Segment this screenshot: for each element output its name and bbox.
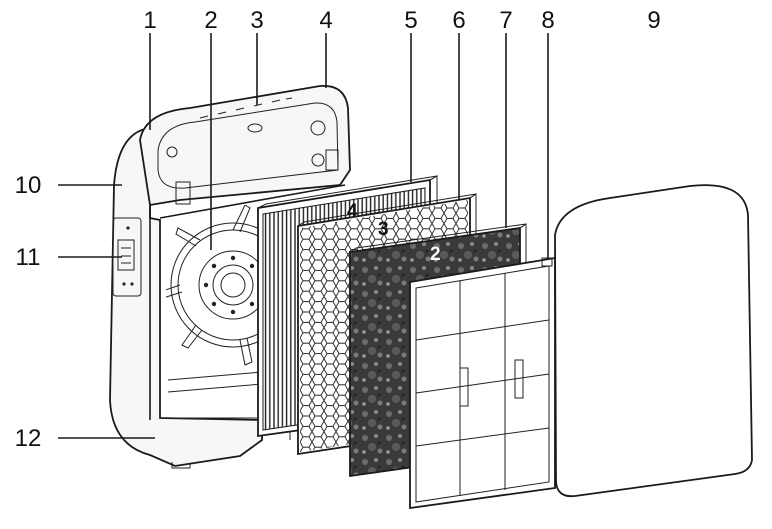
callout-5: 5 (404, 7, 417, 34)
callout-4: 4 (319, 7, 332, 34)
callout-12: 12 (15, 425, 42, 452)
callout-7: 7 (499, 7, 512, 34)
callout-3: 3 (250, 7, 263, 34)
callout-2: 2 (204, 7, 217, 34)
callout-numbers: 1 2 3 4 5 6 7 8 9 10 11 12 (15, 7, 661, 452)
filter-layer-marks: 4 3 2 (347, 201, 441, 265)
callout-6: 6 (452, 7, 465, 34)
callout-1: 1 (143, 7, 156, 34)
purifier-housing (109, 85, 351, 469)
front-cover-panel (554, 184, 753, 498)
callout-11: 11 (16, 244, 41, 271)
layer-mark-carbon-felt: 2 (430, 244, 441, 265)
layer-mark-carbon-mesh: 3 (378, 219, 389, 240)
leader-lines (58, 33, 549, 439)
layer-mark-hepa: 4 (347, 201, 358, 222)
callout-9: 9 (647, 7, 660, 34)
callout-8: 8 (541, 7, 554, 34)
callout-10: 10 (15, 172, 42, 199)
pre-filter-grid (409, 256, 556, 510)
